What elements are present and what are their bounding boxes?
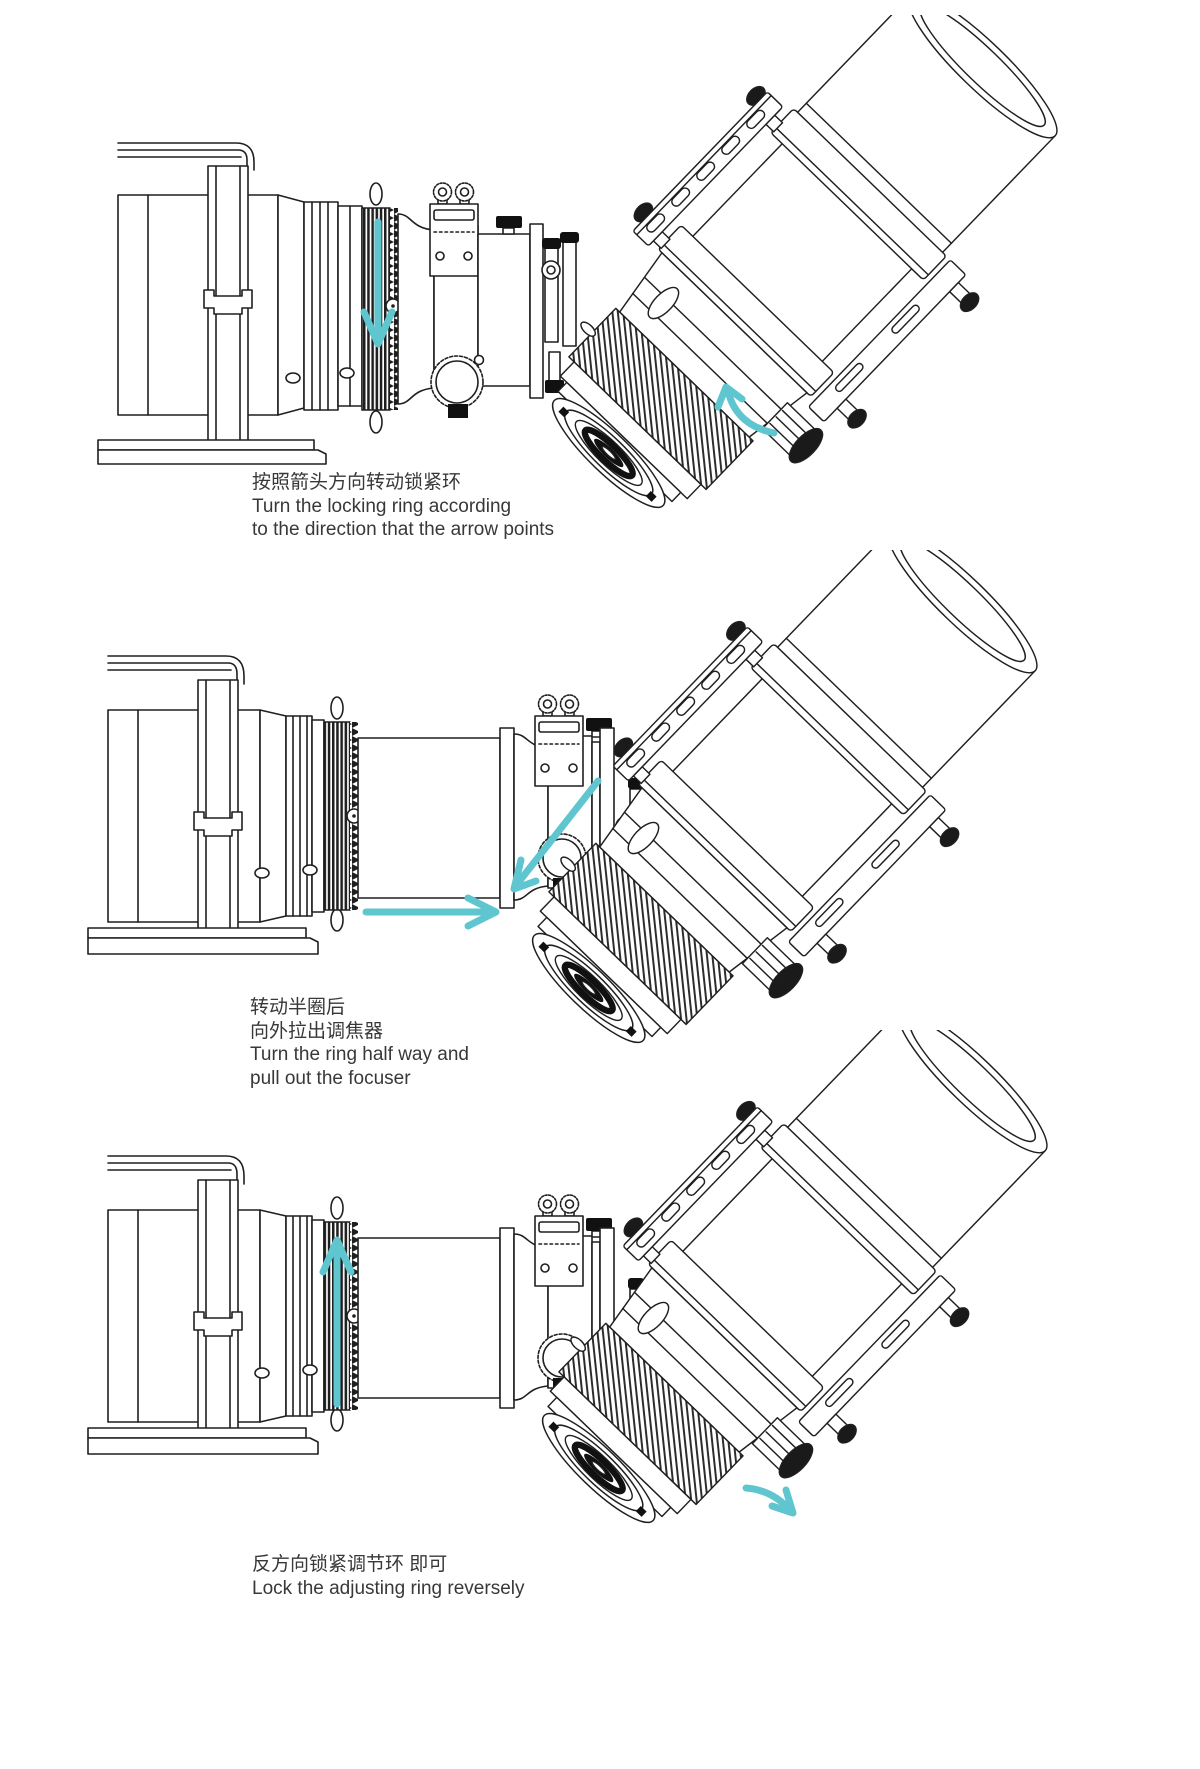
drawtube [477, 216, 544, 399]
finder-shoe [534, 1194, 584, 1287]
tube-clamp [193, 679, 243, 935]
step1-isometric-view [520, 15, 1080, 545]
caption-line-zh: 反方向锁紧调节环 即可 [252, 1554, 448, 1575]
locking-ring [323, 696, 362, 932]
turn-up-arrow-icon [319, 1236, 355, 1408]
turn-down-arrow-icon [360, 218, 396, 348]
rotate-clockwise-arrow-icon [742, 1484, 797, 1517]
pull-right-arrow-icon [362, 894, 500, 930]
rear-cell [254, 1209, 325, 1423]
tube-clamp [193, 1179, 243, 1435]
base-plate [87, 927, 319, 955]
extended-drawtube [357, 1237, 501, 1399]
step1-side-view [90, 110, 600, 470]
caption-line-en: to the direction that the arrow points [252, 519, 555, 540]
rear-cell [277, 194, 363, 416]
telescope-tube [117, 194, 279, 416]
step2-side-view [80, 560, 680, 960]
caption-line-zh: 按照箭头方向转动锁紧环 [252, 472, 462, 493]
locking-ring [323, 1196, 362, 1432]
caption-line-en: pull out the focuser [250, 1067, 411, 1089]
step3-caption: 反方向锁紧调节环 即可 Lock the adjusting ring reve… [252, 1553, 524, 1600]
base-plate [97, 439, 327, 465]
carry-handle [107, 655, 245, 685]
rotate-counterclockwise-arrow-icon [714, 383, 778, 437]
carry-handle [107, 1155, 245, 1185]
caption-line-en: Turn the locking ring according [252, 495, 512, 517]
step1-caption: 按照箭头方向转动锁紧环 Turn the locking ring accord… [252, 471, 554, 542]
caption-line-en: Turn the ring half way and [250, 1044, 469, 1065]
finder-shoe [429, 182, 479, 277]
rear-accessories [541, 232, 579, 393]
step3-isometric-view [510, 1030, 1070, 1560]
step2-pullout-arrow [490, 765, 620, 910]
extended-drawtube [357, 737, 501, 899]
pull-out-diagonal-arrow-icon [510, 777, 602, 893]
finder-shoe [534, 694, 584, 787]
rear-cell [254, 709, 325, 923]
caption-line-zh: 转动半圈后 [250, 997, 346, 1018]
carry-handle [117, 142, 255, 171]
tube-clamp [203, 165, 253, 457]
caption-line-zh: 向外拉出调焦器 [250, 1020, 384, 1042]
base-plate [87, 1427, 319, 1455]
focus-knob [430, 354, 485, 418]
step2-caption: 转动半圈后 向外拉出调焦器 Turn the ring half way and… [250, 996, 469, 1090]
caption-line-en: Lock the adjusting ring reversely [252, 1577, 525, 1599]
